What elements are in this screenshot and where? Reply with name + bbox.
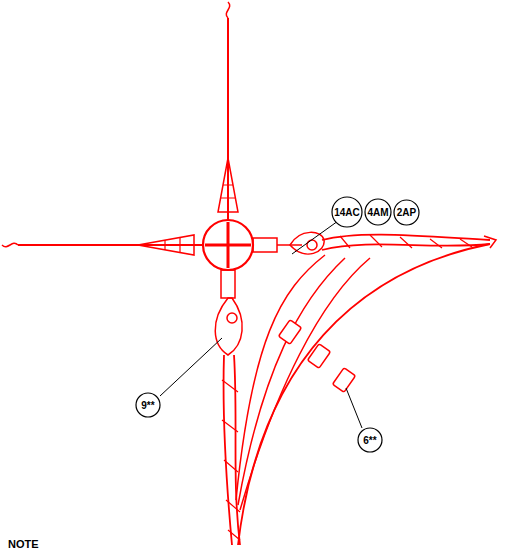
callout-number: 2AP (393, 207, 420, 218)
callout-number: 6** (357, 435, 383, 446)
callout-circle: 4AM (364, 198, 392, 226)
callout-number: 9** (135, 400, 161, 411)
callout-circle: 2AP (393, 199, 420, 226)
callout-number: 14AC (331, 207, 363, 218)
callout-circle: 14AC (331, 196, 363, 228)
callout-number: 4AM (364, 207, 392, 218)
note-heading: NOTE (8, 538, 39, 550)
callout-circle: 6** (357, 427, 383, 453)
callout-circle: 9** (135, 392, 161, 418)
